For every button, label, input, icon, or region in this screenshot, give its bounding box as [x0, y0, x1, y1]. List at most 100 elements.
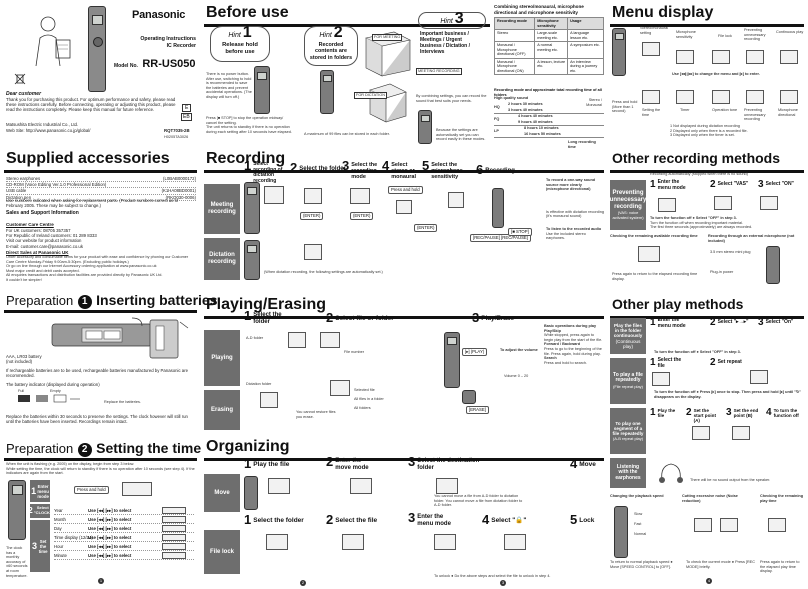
- rec-display-3: [350, 188, 370, 204]
- noise-display-1: [694, 518, 712, 532]
- menu-center-note: Use [◂◂] [▸▸] to change the menu and [▸]…: [672, 72, 760, 76]
- rec-notes: To record a one-way sound source more cl…: [546, 178, 604, 241]
- cont-note: To turn the function off ● Select "OFF" …: [654, 350, 741, 354]
- plug-in-power: Plug-in power: [710, 270, 734, 274]
- combining-section: Combining stereo/monaural, microphone di…: [493, 4, 604, 149]
- erase-button[interactable]: [ERASE]: [466, 406, 489, 414]
- menu-label-prevent-2: Preventing unnecessary recording: [744, 108, 766, 122]
- move-display-1: [268, 478, 290, 494]
- menu-display-5: [780, 50, 798, 64]
- erase-device: [462, 390, 476, 404]
- menu-display-8: [712, 90, 730, 104]
- row-file-lock: File lock: [204, 530, 240, 574]
- website-link[interactable]: Web Site: http://www.panasonic.co.jp/glo…: [6, 128, 91, 133]
- battery-note: If rechargeable batteries are to be used…: [6, 368, 189, 379]
- row-earphones: Listening with the earphones: [610, 458, 646, 488]
- rec-display-1: [264, 186, 284, 204]
- supplied-note: Use numbers indicated when asking for re…: [6, 198, 179, 209]
- erase-option-2[interactable]: All files in a folder: [354, 397, 384, 401]
- vas-display-1: [658, 198, 676, 212]
- stereo-mono-legend: Stereo / Monaural: [586, 98, 602, 107]
- hint3-device: [418, 110, 432, 144]
- move-device: [244, 476, 258, 510]
- menu-label-directional: Microphone directional: [778, 108, 798, 117]
- volume-label: To adjust the volume: [500, 348, 538, 352]
- remain-return-note: Press again to return to the elapsed pla…: [760, 560, 800, 574]
- erase-option-1[interactable]: Selected file: [354, 388, 375, 392]
- ab-display-1: [692, 426, 710, 440]
- company-name: Matsushita Electric Industrial Co., Ltd.: [6, 122, 79, 127]
- rep-note: To turn the function off ● Press [▸] onc…: [654, 390, 801, 399]
- speed-fast[interactable]: Fast: [634, 522, 642, 526]
- speed-slow[interactable]: Slow: [634, 512, 643, 516]
- menu-press-hold: Press and hold (More than 1 second): [612, 100, 638, 114]
- row-move: Move: [204, 474, 240, 512]
- row-ab-repeat: To play one segment of a file repeatedly…: [610, 408, 646, 454]
- external-device: [766, 246, 780, 284]
- menu-label-timer: Timer: [680, 108, 690, 112]
- noise-display-2: [720, 518, 738, 532]
- rep-display-2: [750, 370, 768, 384]
- enter-rec-3[interactable]: (ENTER): [414, 224, 438, 232]
- external-mic: Recording through an external microphone…: [708, 234, 795, 243]
- hint1-notes-2: Press [■ STOP] to stop the operation mid…: [206, 116, 292, 134]
- battery-note-2: Replace the batteries within 30 seconds …: [6, 414, 188, 425]
- before-use-section: Before use Hint 1 Release hold before us…: [204, 4, 490, 146]
- menu-display-4: [746, 50, 764, 64]
- organizing-title: Organizing: [206, 438, 290, 455]
- play-display-1: [288, 332, 306, 348]
- row-continuous-play: Play the files in the folder continuousl…: [610, 318, 646, 354]
- recording-title: Recording: [206, 150, 286, 167]
- menu-label-time: Setting the time: [642, 108, 661, 117]
- remaining-display: [638, 246, 660, 262]
- rec-stop-button[interactable]: [■ STOP]: [508, 228, 532, 236]
- supplied-section: Supplied accessories Stereo earphones(L0…: [4, 150, 197, 284]
- care-heading: Customer Care Centre: [6, 222, 54, 227]
- enter-rec-1[interactable]: (ENTER): [300, 212, 324, 220]
- playing-title: Playing/Erasing: [206, 296, 327, 313]
- direct-sales-lines: Order accessory and consumable items for…: [6, 255, 189, 282]
- prep2-section: Preparation 2 Setting the time When the …: [4, 440, 201, 585]
- folder-label-dictation: FOR DICTATION: [354, 92, 387, 99]
- rec-device-1: [244, 182, 260, 234]
- prep2-device: [8, 480, 26, 540]
- speed-normal[interactable]: Normal: [634, 532, 647, 536]
- table-row: Monaural / Microphone directional (OFF)A…: [493, 41, 604, 59]
- hint-2: Hint 2 Recorded contents are stored in f…: [304, 25, 358, 66]
- play-button[interactable]: [▸] (PLAY): [462, 348, 488, 356]
- folder-label-meeting: FOR MEETING: [372, 34, 403, 41]
- press-hold-rec: Press and hold: [388, 186, 423, 194]
- rec-pause-button[interactable]: [REC/PAUSE] [REC/PAUSE]: [470, 234, 531, 242]
- step-1-enter-menu: 1 Enter menu mode: [30, 480, 50, 502]
- speed-title: Changing the playback speed: [610, 494, 664, 498]
- prep2-title: Preparation 2 Setting the time: [6, 440, 202, 457]
- row-file-repeat: To play a file repeatedly(File repeat pl…: [610, 358, 646, 404]
- enter-rec-2[interactable]: (ENTER): [350, 212, 374, 220]
- hint-3: Hint 3 Important business / Meetings / U…: [418, 11, 486, 74]
- clock-accuracy-note: The clock has a monthly accuracy of ±60 …: [6, 546, 28, 578]
- prep2-number-badge: 2: [77, 443, 92, 457]
- supplied-list: Stereo earphones(L0BAB0000172) CD-ROM (V…: [6, 176, 196, 201]
- erase-option-3[interactable]: All folders: [354, 406, 371, 410]
- setting-row-time-display[interactable]: Time display (12/24)Use [◂◂] [▸▸] to sel…: [54, 533, 194, 542]
- list-item: FQ 4 hours 40 minutes 9 hours 40 minutes: [494, 114, 604, 126]
- folder-label-meeting-recording: MEETING RECORDING: [416, 68, 462, 75]
- lock-display-4: [504, 534, 526, 550]
